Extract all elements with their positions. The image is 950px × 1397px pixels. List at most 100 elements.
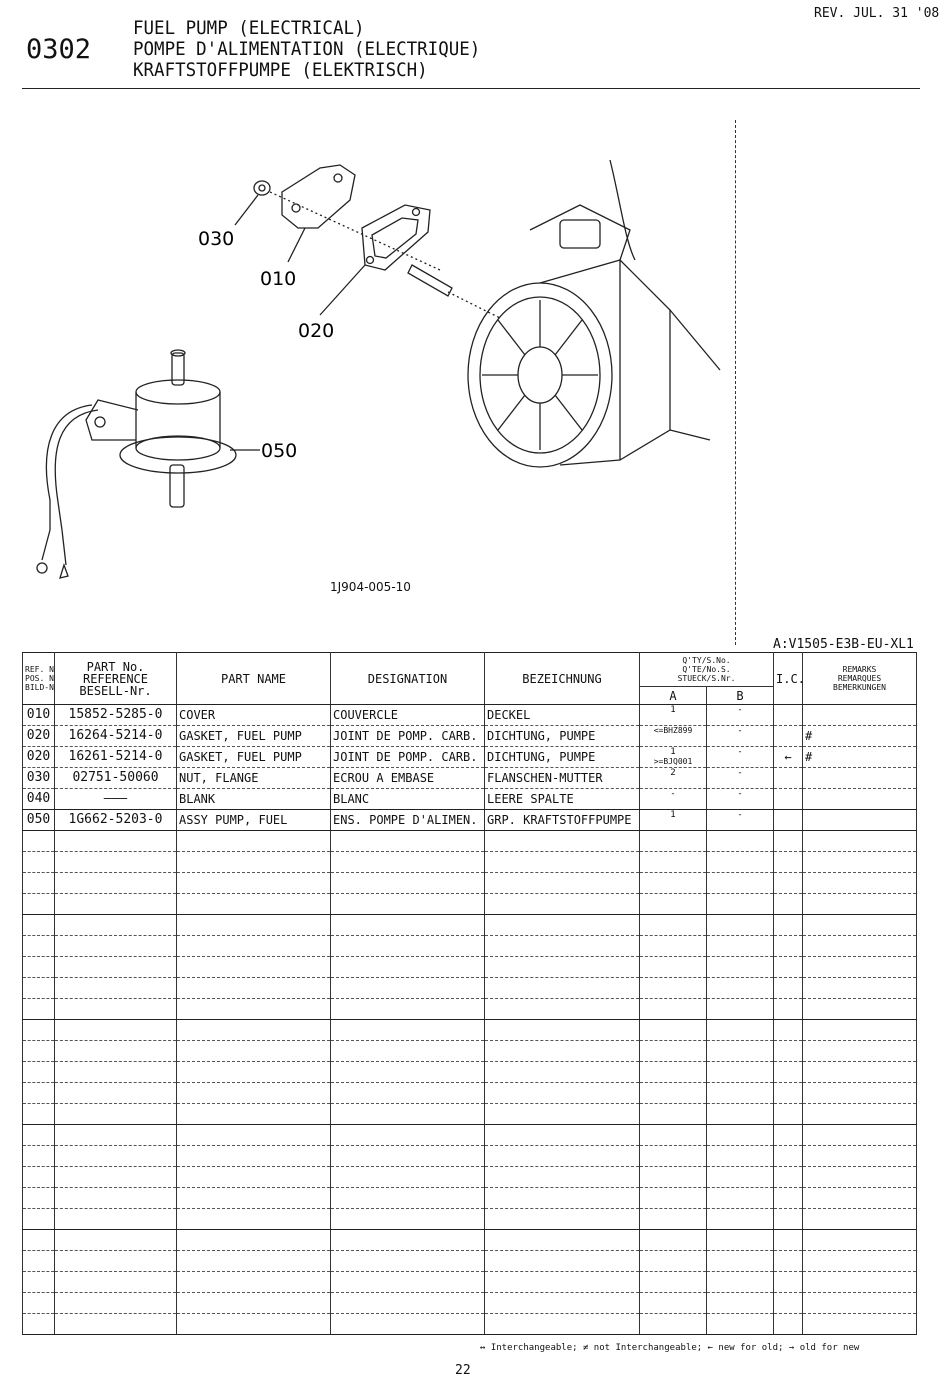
cell-qty-a <box>639 935 707 957</box>
cell-bezeichnung: DICHTUNG, PUMPE <box>484 725 640 747</box>
cell-ic <box>773 935 804 957</box>
cell-qty-b <box>705 1145 775 1167</box>
cell-ic <box>773 1061 804 1083</box>
cell-remarks <box>802 1229 918 1251</box>
cell-ref <box>22 851 55 873</box>
cell-name <box>176 1313 331 1335</box>
cell-name: GASKET, FUEL PUMP <box>176 725 331 747</box>
cell-bezeichnung <box>484 1145 640 1167</box>
table-row-empty <box>22 1145 918 1167</box>
cell-bezeichnung <box>484 872 640 894</box>
cell-bezeichnung <box>484 851 640 873</box>
cell-qty-b <box>705 872 775 894</box>
cell-ic <box>773 1145 804 1167</box>
cell-ic <box>773 1313 804 1335</box>
cell-qty-a <box>639 977 707 999</box>
table-row-empty <box>22 956 918 978</box>
cell-qty-b <box>705 893 775 915</box>
cell-bezeichnung <box>484 1271 640 1293</box>
table-row-empty <box>22 1019 918 1041</box>
cell-name <box>176 998 331 1020</box>
cell-qty-a <box>639 1313 707 1335</box>
gasket-020 <box>361 204 431 271</box>
cell-ref <box>22 1250 55 1272</box>
cell-remarks <box>802 1250 918 1272</box>
cell-ref <box>22 1271 55 1293</box>
section-titles: FUEL PUMP (ELECTRICAL) POMPE D'ALIMENTAT… <box>133 18 511 81</box>
header-qty-a: A <box>639 686 707 705</box>
table-row-empty <box>22 1103 918 1125</box>
cell-remarks <box>802 914 918 936</box>
cell-part-no: 16264-5214-0 <box>54 725 177 747</box>
cell-ref <box>22 1229 55 1251</box>
cell-part-no <box>54 1124 177 1146</box>
cell-qty-b <box>705 1229 775 1251</box>
cell-bezeichnung <box>484 1229 640 1251</box>
cell-qty-a <box>639 1040 707 1062</box>
cell-remarks <box>802 1103 918 1125</box>
cell-ref <box>22 1145 55 1167</box>
cell-ref: 040 <box>22 788 55 810</box>
table-row-empty <box>22 1271 918 1293</box>
cell-designation <box>330 1124 485 1146</box>
cell-part-no: 02751-50060 <box>54 767 177 789</box>
cell-ic <box>773 1229 804 1251</box>
fuel-pump-050 <box>36 349 237 579</box>
cell-qty-a <box>639 1208 707 1230</box>
cell-remarks: # <box>802 746 918 768</box>
parts-table: REF. No.POS. No.BILD-Nr. PART No.REFEREN… <box>22 652 918 1335</box>
cell-part-no <box>54 1250 177 1272</box>
cell-name <box>176 872 331 894</box>
cell-ref <box>22 1061 55 1083</box>
cell-ic <box>773 704 804 726</box>
cell-bezeichnung: DECKEL <box>484 704 640 726</box>
cell-part-no <box>54 1040 177 1062</box>
cell-part-no: ——— <box>54 788 177 810</box>
cell-qty-b: - <box>705 725 775 747</box>
cell-name: NUT, FLANGE <box>176 767 331 789</box>
cell-qty-a <box>639 1124 707 1146</box>
cell-name <box>176 1229 331 1251</box>
cell-qty-b <box>705 977 775 999</box>
cell-part-no <box>54 1292 177 1314</box>
cell-qty-a <box>639 1187 707 1209</box>
cell-qty-b <box>705 1292 775 1314</box>
callout-010: 010 <box>260 268 296 290</box>
cell-part-no <box>54 1208 177 1230</box>
header-bezeichnung: BEZEICHNUNG <box>484 652 640 705</box>
cell-bezeichnung: DICHTUNG, PUMPE <box>484 746 640 768</box>
cell-bezeichnung: GRP. KRAFTSTOFFPUMPE <box>484 809 640 831</box>
cell-ref <box>22 977 55 999</box>
table-row-empty <box>22 935 918 957</box>
cell-part-no <box>54 1271 177 1293</box>
cell-part-no <box>54 998 177 1020</box>
cell-ic: ← <box>773 746 804 768</box>
cell-part-no <box>54 1313 177 1335</box>
cell-qty-b <box>705 851 775 873</box>
cell-ic <box>773 872 804 894</box>
table-row-empty <box>22 1250 918 1272</box>
cell-ref: 010 <box>22 704 55 726</box>
cell-name <box>176 1250 331 1272</box>
table-row-empty <box>22 1166 918 1188</box>
cell-ref: 050 <box>22 809 55 831</box>
cell-qty-a <box>639 830 707 852</box>
qty-a-value: 1 <box>670 810 676 820</box>
cell-qty-b <box>705 1166 775 1188</box>
cell-remarks <box>802 1061 918 1083</box>
cell-bezeichnung <box>484 1082 640 1104</box>
cell-bezeichnung <box>484 1208 640 1230</box>
cell-designation <box>330 1061 485 1083</box>
table-row-empty <box>22 914 918 936</box>
stud-bolt <box>407 264 453 297</box>
revision-date: REV. JUL. 31 '08 <box>814 6 940 21</box>
cell-ref <box>22 1166 55 1188</box>
table-row-empty <box>22 1292 918 1314</box>
cell-ref <box>22 1040 55 1062</box>
cell-bezeichnung: FLANSCHEN-MUTTER <box>484 767 640 789</box>
cell-ref <box>22 1103 55 1125</box>
cell-name <box>176 1271 331 1293</box>
cell-name <box>176 830 331 852</box>
cell-ref <box>22 1313 55 1335</box>
